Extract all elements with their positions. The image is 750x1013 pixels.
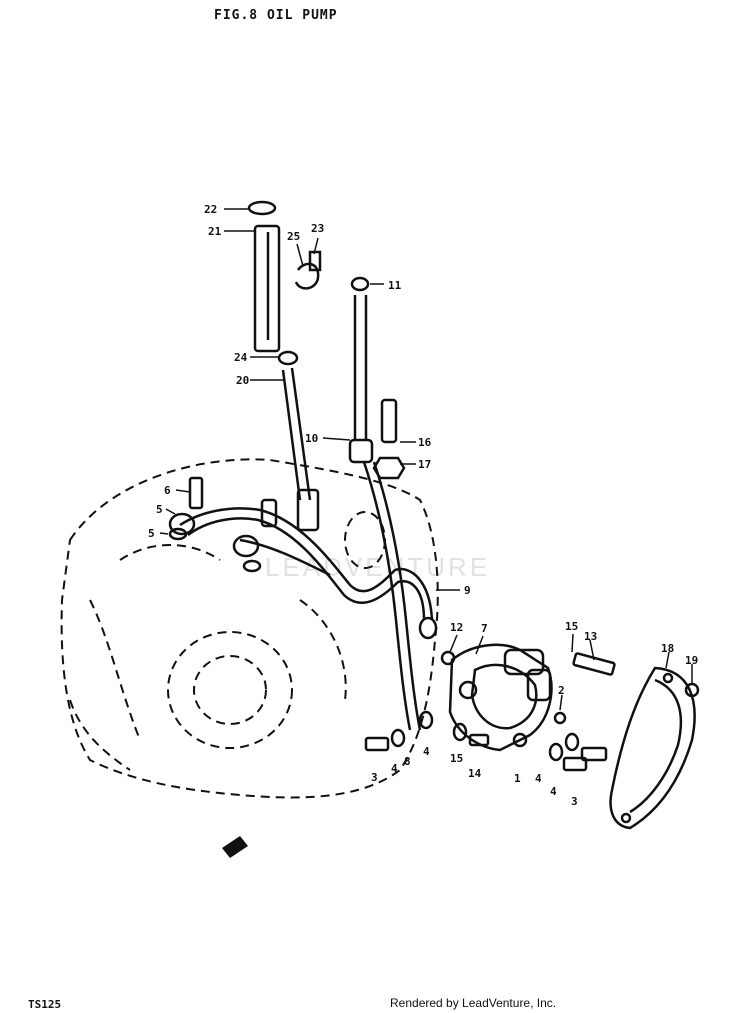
figure-title: FIG.8 OIL PUMP <box>214 8 338 23</box>
oil-tank-tube <box>247 200 320 532</box>
callout-20: 20 <box>236 374 249 387</box>
callout-21: 21 <box>208 225 222 238</box>
callout-1: 1 <box>514 772 521 785</box>
callout-22: 22 <box>204 203 217 216</box>
model-code: TS125 <box>28 998 62 1011</box>
leader-lines <box>159 208 693 711</box>
callout-4b: 4 <box>423 745 430 758</box>
pump-bolts <box>364 650 616 772</box>
callout-16: 16 <box>418 436 432 449</box>
oil-pipes <box>168 498 438 640</box>
oil-pump-body <box>448 643 553 752</box>
callout-3: 3 <box>371 771 378 784</box>
callout-12: 12 <box>450 621 463 634</box>
callout-24: 24 <box>234 351 248 364</box>
callout-11: 11 <box>388 279 402 292</box>
callout-15b: 15 <box>450 752 463 765</box>
crankcase-outline <box>60 458 439 799</box>
callout-25: 25 <box>287 230 300 243</box>
callout-5: 5 <box>156 503 163 516</box>
callout-9: 9 <box>464 584 471 597</box>
arrow-mark <box>222 836 248 858</box>
callout-18: 18 <box>661 642 674 655</box>
callout-4c: 4 <box>535 772 542 785</box>
callout-4: 4 <box>391 762 398 775</box>
watermark: LEADVENTURE <box>265 552 490 582</box>
callout-4d: 4 <box>550 785 557 798</box>
pump-cover <box>609 666 700 830</box>
callout-3b: 3 <box>571 795 578 808</box>
callout-23: 23 <box>311 222 324 235</box>
callout-14: 14 <box>468 767 482 780</box>
callout-6: 6 <box>164 484 171 497</box>
callout-5b: 5 <box>148 527 155 540</box>
callout-15: 15 <box>565 620 578 633</box>
bolt-and-clip <box>294 250 322 290</box>
callout-19: 19 <box>685 654 698 667</box>
callout-7: 7 <box>481 622 488 635</box>
oil-line <box>348 276 422 731</box>
callout-10: 10 <box>305 432 318 445</box>
footer-credit: Rendered by LeadVenture, Inc. <box>390 996 557 1010</box>
washers <box>168 476 262 573</box>
callout-2: 2 <box>558 684 565 697</box>
banjo-bolt <box>372 398 406 480</box>
callout-labels: 1 2 3 3 4 4 4 4 5 5 6 7 8 9 10 11 12 13 … <box>148 203 698 808</box>
callout-13: 13 <box>584 630 597 643</box>
callout-17: 17 <box>418 458 431 471</box>
callout-8: 8 <box>404 755 411 768</box>
